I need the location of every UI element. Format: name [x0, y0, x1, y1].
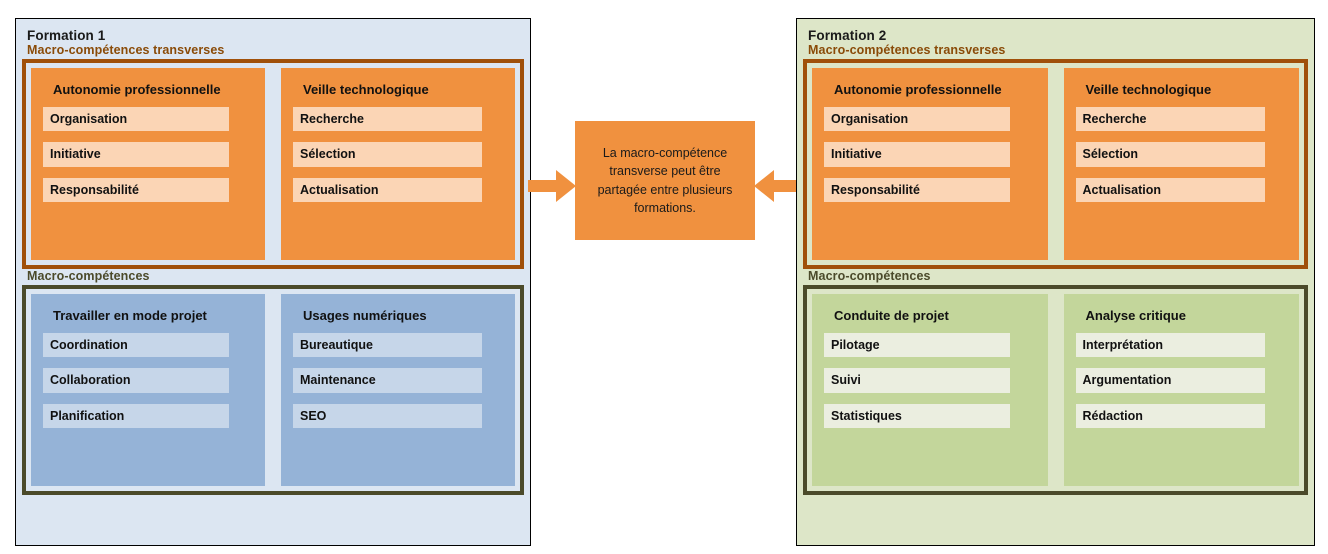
macro-competence-travailler-en-mode-projet[interactable]: Travailler en mode projet Coordination C…	[31, 294, 265, 486]
formation-2-macro-label: Macro-compétences	[808, 269, 931, 283]
competence-item[interactable]: SEO	[293, 403, 482, 429]
competence-item[interactable]: Organisation	[43, 107, 229, 132]
formation-1-macro-block: Travailler en mode projet Coordination C…	[22, 285, 524, 495]
competence-item[interactable]: Rédaction	[1075, 403, 1265, 429]
column-title: Travailler en mode projet	[53, 308, 207, 323]
column-title: Autonomie professionnelle	[53, 82, 221, 97]
competence-item[interactable]: Initiative	[43, 142, 229, 167]
column-title: Autonomie professionnelle	[834, 82, 1002, 97]
competence-item[interactable]: Collaboration	[43, 368, 229, 393]
formation-2-macro-block: Conduite de projet Pilotage Suivi Statis…	[803, 285, 1308, 495]
competence-item[interactable]: Statistiques	[824, 403, 1010, 429]
competence-item[interactable]: Actualisation	[1075, 177, 1265, 203]
arrow-pointing-left-icon	[754, 170, 802, 202]
formation-panel-2: Formation 2 Macro-compétences transverse…	[796, 18, 1315, 546]
competence-item[interactable]: Argumentation	[1075, 368, 1265, 393]
formation-1-transverse-block: Autonomie professionnelle Organisation I…	[22, 59, 524, 269]
column-title: Usages numériques	[303, 308, 427, 323]
arrow-pointing-right-icon	[528, 170, 576, 202]
competence-item[interactable]: Bureautique	[293, 333, 482, 358]
formation-2-transverse-block: Autonomie professionnelle Organisation I…	[803, 59, 1308, 269]
column-title: Conduite de projet	[834, 308, 949, 323]
column-title: Veille technologique	[1085, 82, 1212, 97]
competence-item[interactable]: Responsabilité	[43, 177, 229, 203]
competence-item[interactable]: Coordination	[43, 333, 229, 358]
formation-1-transverse-label: Macro-compétences transverses	[27, 43, 225, 57]
formation-2-transverse-label: Macro-compétences transverses	[808, 43, 1006, 57]
macro-competence-autonomie-professionnelle-f1[interactable]: Autonomie professionnelle Organisation I…	[31, 68, 265, 260]
formation-2-title: Formation 2	[808, 28, 887, 43]
competence-item[interactable]: Pilotage	[824, 333, 1010, 358]
column-title: Veille technologique	[303, 82, 429, 97]
competence-item[interactable]: Interprétation	[1075, 333, 1265, 358]
shared-transverse-note: La macro-compétence transverse peut être…	[575, 121, 755, 240]
competence-item[interactable]: Responsabilité	[824, 177, 1010, 203]
macro-competence-analyse-critique[interactable]: Analyse critique Interprétation Argument…	[1063, 294, 1299, 486]
competence-item[interactable]: Actualisation	[293, 177, 482, 203]
competence-item[interactable]: Recherche	[1075, 107, 1265, 132]
competence-item[interactable]: Sélection	[1075, 142, 1265, 167]
macro-competence-veille-technologique-f2[interactable]: Veille technologique Recherche Sélection…	[1063, 68, 1299, 260]
shared-transverse-note-text: La macro-compétence transverse peut être…	[597, 146, 733, 215]
macro-competence-conduite-de-projet[interactable]: Conduite de projet Pilotage Suivi Statis…	[812, 294, 1048, 486]
formation-1-title: Formation 1	[27, 28, 106, 43]
competence-item[interactable]: Initiative	[824, 142, 1010, 167]
macro-competence-usages-numeriques[interactable]: Usages numériques Bureautique Maintenanc…	[281, 294, 515, 486]
competence-item[interactable]: Organisation	[824, 107, 1010, 132]
formation-1-macro-label: Macro-compétences	[27, 269, 150, 283]
competence-item[interactable]: Planification	[43, 403, 229, 429]
macro-competence-autonomie-professionnelle-f2[interactable]: Autonomie professionnelle Organisation I…	[812, 68, 1048, 260]
macro-competence-veille-technologique-f1[interactable]: Veille technologique Recherche Sélection…	[281, 68, 515, 260]
column-title: Analyse critique	[1085, 308, 1186, 323]
competence-item[interactable]: Suivi	[824, 368, 1010, 393]
competence-item[interactable]: Maintenance	[293, 368, 482, 393]
competence-item[interactable]: Sélection	[293, 142, 482, 167]
formation-panel-1: Formation 1 Macro-compétences transverse…	[15, 18, 531, 546]
competence-item[interactable]: Recherche	[293, 107, 482, 132]
